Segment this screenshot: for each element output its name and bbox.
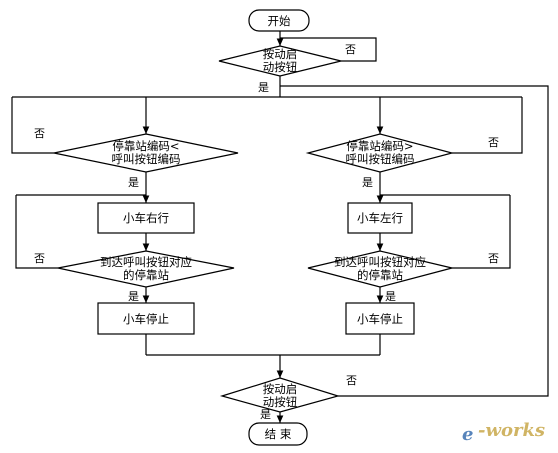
end-label: 结 束 bbox=[265, 427, 292, 441]
yes-label-arrive-right: 是 bbox=[385, 290, 396, 303]
yes-label-compare-greater: 是 bbox=[362, 176, 373, 189]
yes-label-decision-2: 是 bbox=[260, 408, 271, 421]
no-label-compare-less: 否 bbox=[34, 127, 45, 140]
decision-arrive-left-line1: 到达呼叫按钮对应 bbox=[100, 255, 192, 269]
process-stop-left-label: 小车停止 bbox=[123, 312, 169, 326]
decision-press-start-2 bbox=[219, 377, 341, 413]
decision-arrive-left-line2: 的停靠站 bbox=[123, 268, 169, 282]
process-move-left bbox=[347, 202, 413, 234]
decision-arrive-right-line2: 的停靠站 bbox=[357, 268, 403, 282]
decision-press-start-1-line2: 动按钮 bbox=[263, 60, 298, 74]
watermark-e-letter: e bbox=[462, 424, 473, 445]
yes-label-arrive-left: 是 bbox=[128, 290, 139, 303]
decision-press-start-2-line1: 按动启 bbox=[263, 382, 298, 396]
branch-labels: 否 是 否 否 是 是 否 否 是 是 否 是 bbox=[34, 43, 499, 421]
yes-label-decision-1: 是 bbox=[258, 81, 269, 94]
process-stop-right-label: 小车停止 bbox=[357, 312, 403, 326]
decision-compare-greater bbox=[305, 133, 455, 173]
process-stop-left bbox=[97, 302, 195, 335]
decision-compare-greater-line1: 停靠站编码> bbox=[346, 139, 413, 153]
decision-arrive-right bbox=[307, 250, 453, 288]
process-move-right-label: 小车右行 bbox=[123, 211, 169, 225]
decision-press-start-1 bbox=[218, 45, 342, 77]
yes-label-compare-less: 是 bbox=[128, 176, 139, 189]
decision-compare-less-line2: 呼叫按钮编码 bbox=[112, 152, 181, 166]
no-label-decision-1: 否 bbox=[345, 43, 356, 56]
eworks-watermark: e -works bbox=[462, 420, 545, 445]
no-label-arrive-right: 否 bbox=[488, 252, 499, 265]
process-stop-right bbox=[345, 302, 415, 335]
decision-press-start-2-line2: 动按钮 bbox=[263, 395, 298, 409]
decision-arrive-right-line1: 到达呼叫按钮对应 bbox=[334, 255, 426, 269]
decision-press-start-1-line1: 按动启 bbox=[263, 47, 298, 61]
process-move-left-label: 小车左行 bbox=[357, 211, 403, 225]
no-label-compare-greater: 否 bbox=[488, 136, 499, 149]
no-label-arrive-left: 否 bbox=[34, 252, 45, 265]
start-label: 开始 bbox=[268, 14, 291, 28]
process-move-right bbox=[97, 202, 195, 234]
decision-compare-less-line1: 停靠站编码< bbox=[112, 139, 179, 153]
connectors bbox=[11, 31, 549, 423]
start-terminal bbox=[248, 9, 310, 32]
end-terminal bbox=[248, 422, 308, 446]
no-label-decision-2: 否 bbox=[346, 374, 357, 387]
decision-arrive-left bbox=[57, 250, 235, 288]
decision-compare-less bbox=[53, 133, 239, 173]
decision-compare-greater-line2: 呼叫按钮编码 bbox=[346, 152, 415, 166]
watermark-works-text: -works bbox=[478, 420, 545, 441]
